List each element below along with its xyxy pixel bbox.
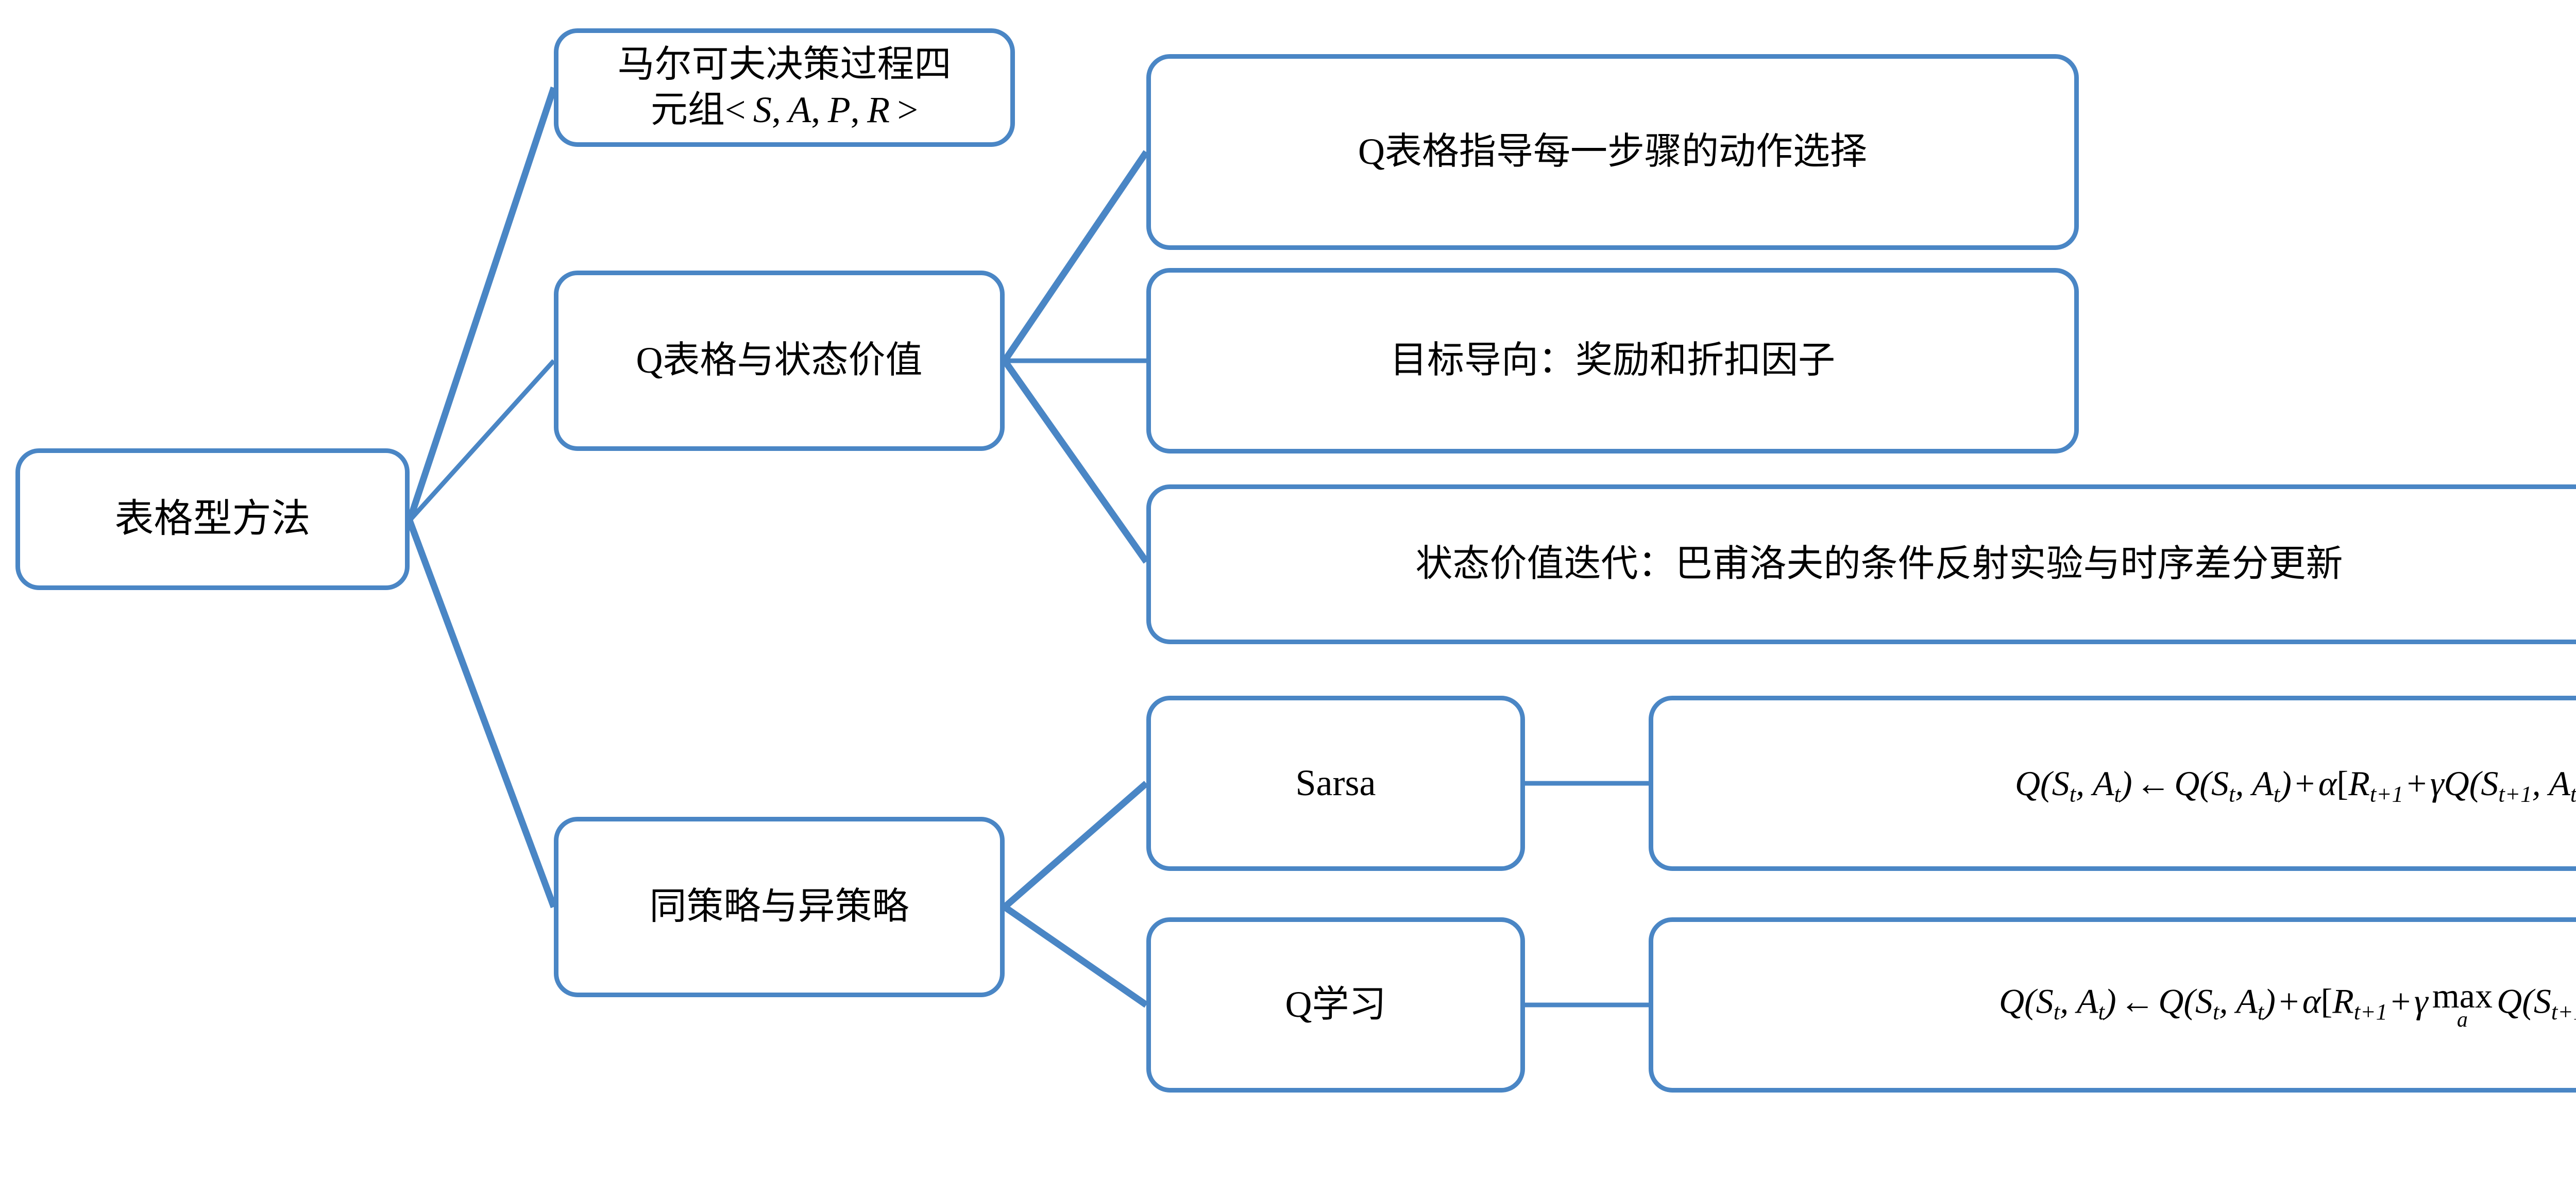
- edge-policy-to-qlearning: [1003, 904, 1148, 1008]
- node-qchild-action-selection[interactable]: Q表格指导每一步骤的动作选择: [1146, 54, 2079, 250]
- node-qlearning-label: Q学习: [1285, 984, 1386, 1026]
- node-mdp[interactable]: 马尔可夫决策过程四元组< S, A, P, R >: [554, 28, 1015, 147]
- edge-policy-to-sarsa: [1002, 781, 1149, 910]
- node-qchild-goal-oriented[interactable]: 目标导向：奖励和折扣因子: [1146, 268, 2079, 454]
- node-qlearning-formula[interactable]: Q(St, At)←Q(St, At)+α[Rt+1+γmaxaQ(St+1, …: [1649, 917, 2576, 1093]
- node-root[interactable]: 表格型方法: [15, 448, 410, 590]
- node-sarsa-formula-text: Q(St, At)←Q(St, At)+α[Rt+1+γQ(St+1, At+1…: [2014, 763, 2576, 807]
- node-mdp-label: 马尔可夫决策过程四元组< S, A, P, R >: [617, 44, 952, 130]
- node-qchild-value-iteration[interactable]: 状态价值迭代：巴甫洛夫的条件反射实验与时序差分更新: [1146, 484, 2576, 644]
- node-qlearning[interactable]: Q学习: [1146, 917, 1525, 1093]
- node-qchild-goal-oriented-label: 目标导向：奖励和折扣因子: [1389, 340, 1835, 381]
- edge-root-to-qtable: [408, 359, 556, 523]
- edge-qtable-to-child1: [1002, 150, 1149, 363]
- node-qchild-value-iteration-label: 状态价值迭代：巴甫洛夫的条件反射实验与时序差分更新: [1415, 543, 2343, 585]
- node-qlearning-formula-text: Q(St, At)←Q(St, At)+α[Rt+1+γmaxaQ(St+1, …: [1998, 976, 2576, 1032]
- node-qtable[interactable]: Q表格与状态价值: [554, 271, 1005, 451]
- node-sarsa-label: Sarsa: [1295, 762, 1376, 804]
- node-sarsa[interactable]: Sarsa: [1146, 696, 1525, 871]
- node-root-label: 表格型方法: [114, 497, 311, 541]
- edge-root-to-policy: [406, 519, 557, 909]
- node-policy[interactable]: 同策略与异策略: [554, 817, 1005, 997]
- node-qtable-label: Q表格与状态价值: [636, 340, 923, 381]
- node-qchild-action-selection-label: Q表格指导每一步骤的动作选择: [1358, 131, 1867, 173]
- edge-qtable-to-child3: [1002, 359, 1149, 564]
- node-policy-label: 同策略与异策略: [649, 886, 909, 928]
- node-sarsa-formula[interactable]: Q(St, At)←Q(St, At)+α[Rt+1+γQ(St+1, At+1…: [1649, 696, 2576, 871]
- edge-root-to-mdp: [406, 86, 557, 522]
